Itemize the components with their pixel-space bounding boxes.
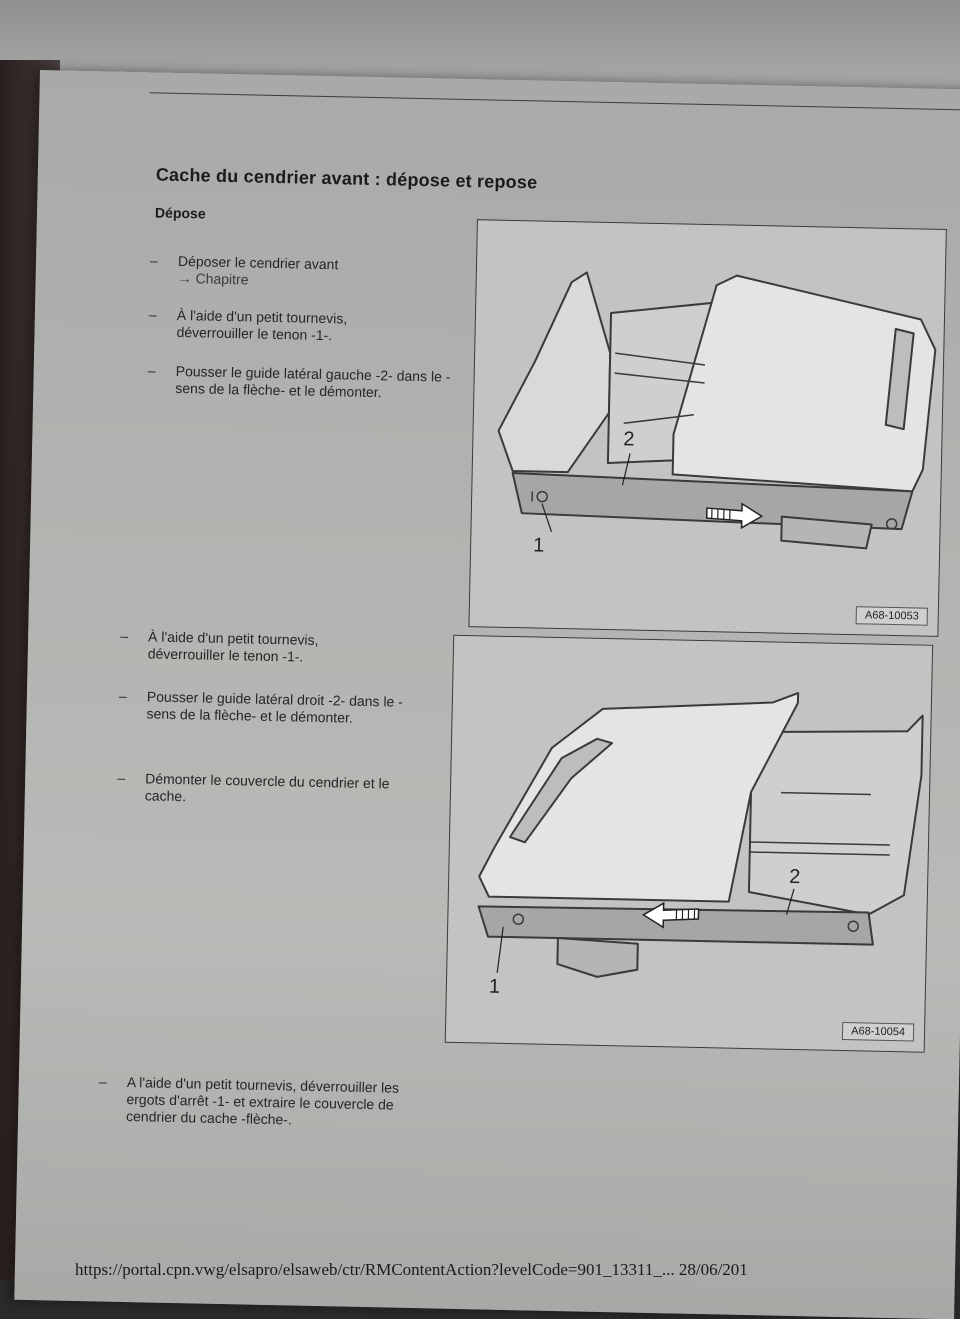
figure-right-guide: 2 1 A68-10054: [445, 635, 933, 1053]
step-item: – À l'aide d'un petit tournevis, déverro…: [176, 307, 467, 347]
callout-1: 1: [489, 976, 501, 998]
step-dash: –: [120, 628, 128, 645]
step-item: – Pousser le guide latéral droit -2- dan…: [146, 688, 437, 728]
step-dash: –: [148, 362, 156, 379]
step-item: – A l'aide d'un petit tournevis, déverro…: [126, 1074, 417, 1131]
figure-code: A68-10053: [856, 606, 928, 626]
header-rule: [150, 92, 960, 110]
step-dash: –: [149, 306, 157, 323]
step-text: À l'aide d'un petit tournevis, déverroui…: [176, 307, 397, 346]
step-text: Pousser le guide latéral gauche -2- dans…: [175, 363, 461, 403]
step-text: A l'aide d'un petit tournevis, déverroui…: [126, 1074, 427, 1131]
step-item: – À l'aide d'un petit tournevis, déverro…: [148, 628, 439, 668]
document-page: Cache du cendrier avant : dépose et repo…: [14, 70, 960, 1319]
figure-left-guide: 2 1 A68-10053: [468, 219, 946, 637]
step-dash: –: [119, 688, 127, 705]
page-title: Cache du cendrier avant : dépose et repo…: [156, 164, 538, 193]
callout-2: 2: [789, 866, 801, 888]
step-item: – Pousser le guide latéral gauche -2- da…: [175, 363, 466, 403]
step-text: Pousser le guide latéral droit -2- dans …: [146, 688, 422, 728]
step-dash: –: [117, 770, 125, 787]
step-dash: –: [150, 252, 158, 269]
callout-1: 1: [533, 534, 545, 556]
callout-2: 2: [623, 428, 635, 450]
step-item: – Déposer le cendrier avant → Chapitre: [177, 253, 468, 293]
figure-code: A68-10054: [842, 1022, 914, 1042]
step-dash: –: [99, 1073, 107, 1090]
ashtray-illustration: 2 1: [469, 220, 945, 636]
step-text: À l'aide d'un petit tournevis, déverroui…: [148, 628, 379, 667]
ashtray-illustration: 2 1: [446, 636, 932, 1052]
step-item: – Démonter le couvercle du cendrier et l…: [145, 770, 436, 810]
section-heading: Dépose: [155, 204, 206, 221]
footer-url: https://portal.cpn.vwg/elsapro/elsaweb/c…: [75, 1260, 748, 1280]
step-text: Démonter le couvercle du cendrier et le …: [145, 770, 431, 810]
